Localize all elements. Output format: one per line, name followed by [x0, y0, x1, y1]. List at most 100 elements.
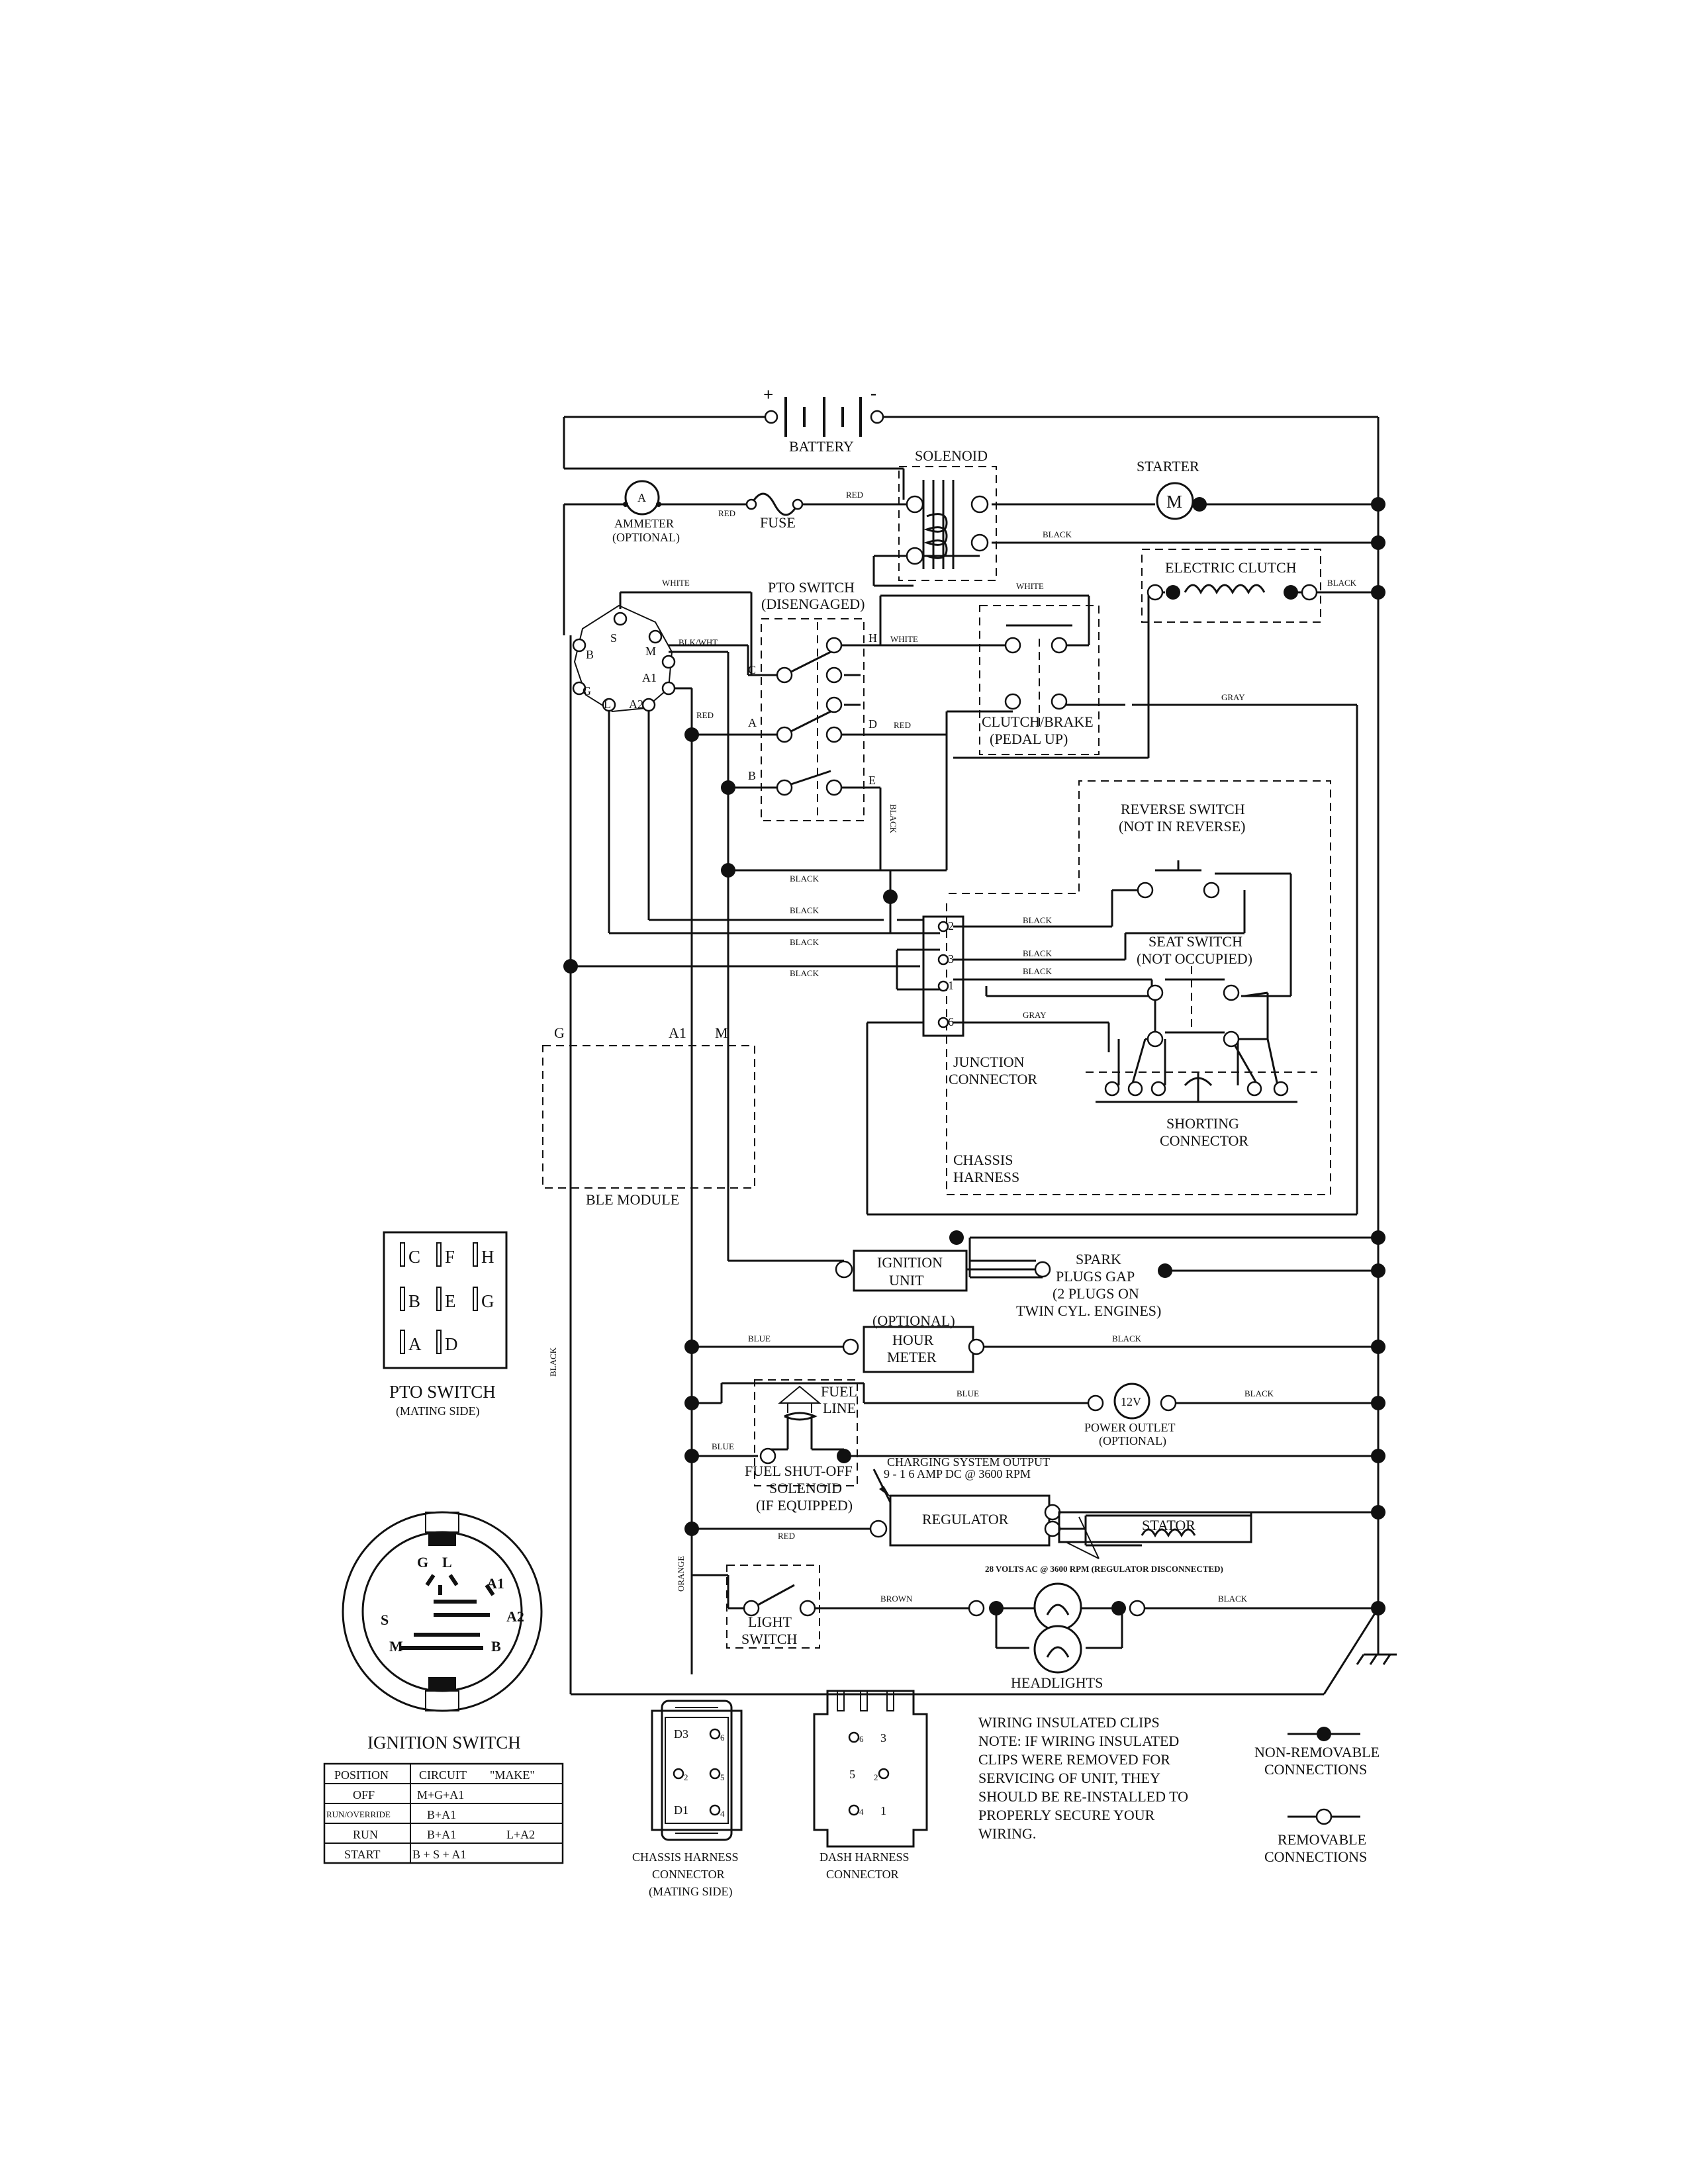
legend-nonremovable	[1288, 1727, 1360, 1741]
charging-label-1: CHARGING SYSTEM OUTPUT	[887, 1455, 1050, 1469]
table-row-run-circ: B+A1	[427, 1828, 456, 1841]
chassis-harness-label-1: CHASSIS	[953, 1152, 1013, 1168]
chassis-pin-6: 6	[720, 1733, 725, 1743]
hour-meter	[842, 1326, 985, 1373]
hour-meter-label-1: HOUR	[892, 1332, 934, 1348]
legend-removable-2: CONNECTIONS	[1264, 1848, 1367, 1865]
wire-black-j3: BLACK	[1023, 948, 1053, 958]
spark-label-2: PLUGS GAP	[1056, 1268, 1135, 1285]
fuel-line-label-2: LINE	[823, 1400, 856, 1416]
battery-label: BATTERY	[789, 438, 854, 455]
dash-pin-1: 1	[880, 1804, 886, 1817]
junction-connector	[922, 915, 964, 1037]
note-line-4: SERVICING OF UNIT, THEY	[978, 1770, 1160, 1786]
table-header-circuit: CIRCUIT	[419, 1768, 467, 1782]
shorting-connector	[1096, 1072, 1297, 1103]
reverse-switch	[1137, 860, 1220, 899]
pto-pin-f: F	[445, 1247, 455, 1267]
light-switch	[726, 1565, 820, 1649]
stator-label: STATOR	[1142, 1517, 1196, 1533]
fuel-shutoff-label-1: FUEL SHUT-OFF	[745, 1463, 853, 1479]
headlights	[968, 1582, 1146, 1674]
hour-meter-optional: (OPTIONAL)	[872, 1312, 955, 1329]
junction-pin-3: 3	[948, 952, 954, 966]
wire-blue-fuel: BLUE	[712, 1441, 734, 1451]
ign-face-a2: A2	[506, 1608, 524, 1625]
pto-term-h: H	[868, 631, 877, 645]
electric-clutch-label: ELECTRIC CLUTCH	[1165, 559, 1297, 576]
chassis-pin-d3: D3	[674, 1727, 688, 1741]
ble-term-m: M	[715, 1024, 728, 1041]
power-outlet-label-1: POWER OUTLET	[1084, 1421, 1175, 1434]
solenoid-label: SOLENOID	[915, 447, 988, 464]
wire-black-clutch: BLACK	[1327, 578, 1357, 588]
wire-red-ammeter: RED	[718, 508, 735, 518]
junction-pin-1: 1	[948, 979, 954, 992]
dash-pin-2: 2	[874, 1772, 878, 1782]
ign-term-m: M	[645, 645, 656, 658]
wire-black-2: BLACK	[790, 905, 820, 915]
harness-junction-dots	[563, 497, 1385, 1615]
dash-pin-5: 5	[849, 1768, 855, 1781]
ignition-unit-label-2: UNIT	[889, 1272, 924, 1289]
chassis-pin-2: 2	[684, 1772, 688, 1782]
wire-black-headlight: BLACK	[1218, 1594, 1248, 1604]
ign-term-b: B	[586, 648, 594, 661]
fuse-label: FUSE	[760, 514, 796, 531]
wire-blkwht: BLK/WHT	[679, 637, 718, 647]
wire-white-clutch: WHITE	[1016, 581, 1044, 591]
wire-black-1: BLACK	[790, 874, 820, 884]
wire-black-3: BLACK	[790, 937, 820, 947]
ign-term-l: L	[604, 698, 611, 711]
starter-symbol-letter: M	[1166, 492, 1182, 512]
table-row-run-override-circ: B+A1	[427, 1808, 456, 1821]
battery-minus-sign: -	[870, 383, 876, 403]
power-outlet	[1087, 1383, 1177, 1420]
shorting-label-1: SHORTING	[1166, 1115, 1239, 1132]
light-switch-label-2: SWITCH	[741, 1631, 797, 1647]
junction-pin-2: 2	[948, 919, 954, 933]
pto-switch-label-2: (DISENGAGED)	[761, 596, 865, 612]
pto-mating-connector	[383, 1231, 508, 1369]
dash-pin-6: 6	[859, 1734, 864, 1744]
ble-module-label: BLE MODULE	[586, 1191, 679, 1208]
wire-black-4: BLACK	[790, 968, 820, 978]
chassis-harness-label-2: HARNESS	[953, 1169, 1019, 1185]
wire-gray-j6: GRAY	[1023, 1010, 1047, 1020]
pto-pin-c: C	[408, 1247, 420, 1267]
ammeter-symbol	[623, 480, 661, 516]
dash-pin-4: 4	[859, 1807, 864, 1817]
clutch-brake-label-1: CLUTCH/BRAKE	[982, 713, 1094, 730]
wire-black-j1: BLACK	[1023, 966, 1053, 976]
note-line-7: WIRING.	[978, 1825, 1036, 1842]
shorting-label-2: CONNECTOR	[1160, 1132, 1248, 1149]
dash-connector-label-1: DASH HARNESS	[820, 1850, 910, 1864]
table-row-off-pos: OFF	[353, 1788, 375, 1801]
table-row-start-circ: B + S + A1	[412, 1848, 466, 1861]
ignition-table	[323, 1762, 564, 1864]
regulator	[869, 1469, 1061, 1547]
regulator-label: REGULATOR	[922, 1511, 1009, 1527]
dash-pin-3: 3	[880, 1731, 886, 1745]
table-row-start-pos: START	[344, 1848, 380, 1861]
seat-switch-label-2: (NOT OCCUPIED)	[1137, 950, 1252, 967]
chassis-connector-label-2: CONNECTOR	[652, 1868, 725, 1881]
ignition-switch-title: IGNITION SWITCH	[367, 1733, 521, 1752]
seat-switch-label-1: SEAT SWITCH	[1149, 933, 1243, 950]
ign-term-s: S	[610, 631, 617, 645]
wire-gray-clutch: GRAY	[1221, 692, 1245, 702]
headlights-label: HEADLIGHTS	[1011, 1674, 1103, 1691]
junction-pin-6: 6	[948, 1015, 954, 1028]
table-row-run-override-pos: RUN/OVERRIDE	[326, 1809, 391, 1819]
pto-pin-e: E	[445, 1291, 456, 1311]
ble-term-a1: A1	[669, 1024, 686, 1041]
pto-term-a: A	[748, 716, 757, 729]
wire-black-hour: BLACK	[1112, 1334, 1142, 1343]
stator	[1058, 1511, 1252, 1559]
chassis-connector-label-3: (MATING SIDE)	[649, 1885, 732, 1899]
wire-black-e: BLACK	[888, 804, 898, 834]
battery-symbol	[764, 397, 884, 437]
pto-pin-h: H	[481, 1247, 494, 1267]
pto-pin-g: G	[481, 1291, 494, 1311]
